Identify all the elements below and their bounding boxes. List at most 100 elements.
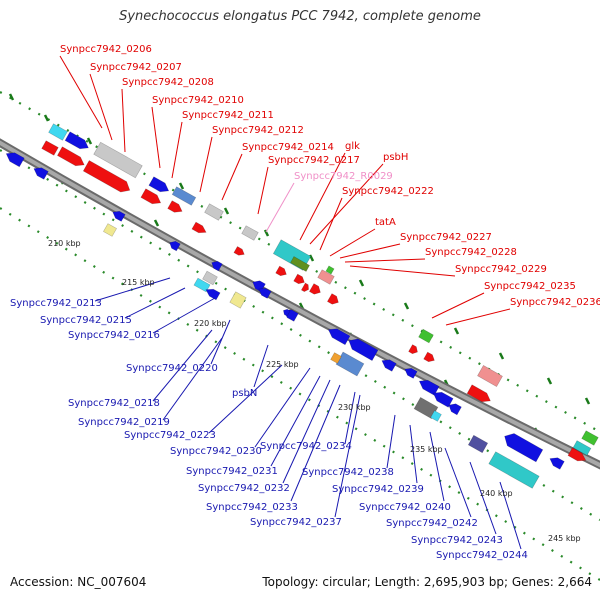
- kbp-tick-label: 245 kbp: [548, 534, 581, 543]
- leader-line: [409, 424, 418, 484]
- leader-line: [445, 308, 511, 326]
- gene-feature: [300, 282, 309, 292]
- gene-feature: [330, 352, 342, 364]
- gene-label: Synpcc7942_0219: [78, 417, 170, 428]
- gene-label: Synpcc7942_0230: [170, 446, 262, 457]
- gene-label: Synpcc7942_0242: [386, 518, 478, 529]
- leader-line: [329, 228, 376, 257]
- leader-line: [339, 243, 401, 259]
- gene-feature: [102, 223, 118, 237]
- leader-line: [89, 73, 113, 141]
- gene-feature: [418, 328, 434, 344]
- gene-label: Synpcc7942_0212: [212, 125, 304, 136]
- tick-mark: [308, 254, 315, 262]
- gene-feature: [581, 430, 599, 446]
- gene-feature: [317, 269, 335, 285]
- gene-feature: [64, 131, 89, 150]
- tick-mark: [153, 219, 160, 227]
- leader-line: [171, 121, 183, 179]
- gene-label: Synpcc7942_0218: [68, 398, 160, 409]
- gene-feature: [423, 351, 435, 363]
- gene-feature: [348, 338, 379, 362]
- leader-line: [152, 329, 213, 402]
- leader-line: [257, 166, 269, 215]
- leader-line: [162, 337, 223, 421]
- gene-label: Synpcc7942_0210: [152, 95, 244, 106]
- gene-label: Synpcc7942_0233: [206, 502, 298, 513]
- gene-feature: [488, 451, 540, 489]
- gene-feature: [432, 391, 454, 408]
- leader-line: [282, 379, 331, 484]
- gene-feature: [381, 359, 397, 372]
- tick-mark: [403, 302, 410, 310]
- gene-feature: [418, 379, 440, 396]
- gene-feature: [466, 384, 491, 403]
- gene-label: Synpcc7942_0237: [250, 517, 342, 528]
- gene-label: Synpcc7942_0223: [124, 430, 216, 441]
- gene-label: Synpcc7942_0243: [411, 535, 503, 546]
- gene-label: Synpcc7942_0235: [484, 281, 576, 292]
- leader-line: [270, 375, 321, 467]
- gene-label: psbN: [232, 388, 257, 399]
- leader-line: [319, 197, 343, 251]
- tick-mark: [358, 279, 365, 287]
- gene-feature: [413, 396, 439, 420]
- gene-features: [5, 123, 599, 489]
- tick-mark: [584, 397, 591, 405]
- gene-label: psbH: [383, 152, 408, 163]
- gene-label: Synpcc7942_0238: [302, 467, 394, 478]
- leader-line: [344, 258, 426, 263]
- kbp-tick-label: 215 kbp: [122, 278, 155, 287]
- leader-line: [94, 277, 171, 302]
- kbp-tick-label: 220 kbp: [194, 319, 227, 328]
- gene-label: Synpcc7942_0214: [242, 142, 334, 153]
- leader-line: [431, 292, 485, 319]
- gene-feature: [290, 256, 310, 272]
- gene-feature: [148, 176, 170, 193]
- leader-line: [299, 152, 346, 241]
- leader-line: [469, 461, 497, 535]
- gene-label: Synpcc7942_0222: [342, 186, 434, 197]
- gene-label: Synpcc7942_0217: [268, 155, 360, 166]
- track-dots: [0, 207, 600, 581]
- gene-feature: [48, 123, 68, 141]
- tick-mark: [546, 377, 553, 385]
- gene-feature: [448, 403, 462, 416]
- gene-label: tatA: [375, 217, 396, 228]
- gene-label: Synpcc7942_0236: [510, 297, 600, 308]
- genome-summary-text: Topology: circular; Length: 2,695,903 bp…: [262, 575, 592, 589]
- gene-feature: [327, 328, 351, 346]
- gene-label: glk: [345, 141, 360, 152]
- gene-label: Synpcc7942_0207: [90, 62, 182, 73]
- kbp-tick-label: 210 kbp: [48, 239, 81, 248]
- tick-mark: [263, 229, 270, 237]
- gene-feature: [112, 210, 126, 222]
- tick-mark: [8, 93, 15, 101]
- gene-feature: [229, 291, 247, 309]
- leader-line: [199, 136, 213, 193]
- leader-line: [210, 319, 231, 365]
- gene-label: Synpcc7942_0227: [400, 232, 492, 243]
- gene-feature: [169, 240, 181, 252]
- tick-mark: [178, 182, 185, 190]
- gene-feature: [140, 188, 162, 205]
- gene-feature: [408, 344, 418, 355]
- dotted-track-lines: [0, 91, 600, 581]
- gene-feature: [211, 260, 223, 272]
- leader-line: [124, 287, 186, 319]
- label-leader-lines: [59, 55, 522, 550]
- gene-label: Synpcc7942_0228: [425, 247, 517, 258]
- gene-feature: [325, 265, 335, 275]
- leader-line: [386, 414, 396, 469]
- gene-label: Synpcc7942_0206: [60, 44, 152, 55]
- gene-feature: [5, 152, 25, 168]
- gene-feature: [430, 410, 442, 422]
- leader-line: [59, 55, 103, 129]
- tick-mark: [498, 352, 505, 360]
- accession-text: Accession: NC_007604: [10, 575, 147, 589]
- gene-label: Synpcc7942_0234: [260, 441, 352, 452]
- tick-mark: [43, 114, 50, 122]
- gene-feature: [93, 141, 143, 179]
- leader-line: [290, 384, 341, 502]
